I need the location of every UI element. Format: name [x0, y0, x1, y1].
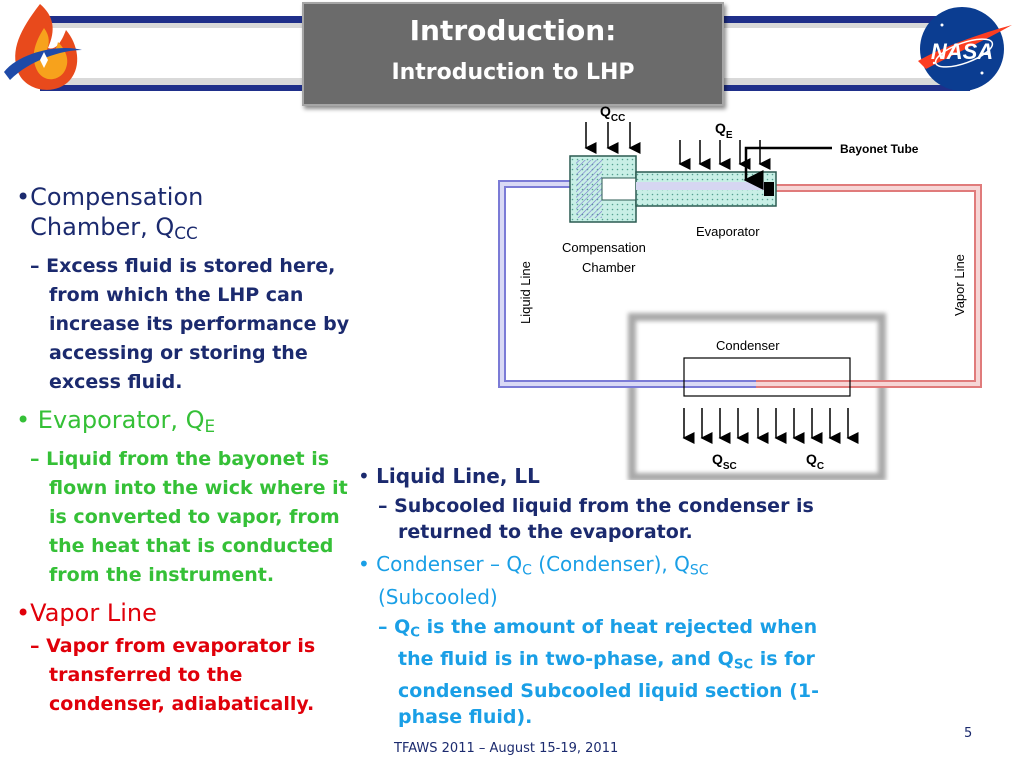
qcc-label: Q — [600, 103, 611, 119]
qcc-sub: CC — [611, 113, 625, 124]
bullet-dot: • — [16, 599, 31, 628]
condenser-detail-c: is for condensed Subcooled liquid sectio… — [398, 647, 819, 729]
condenser-detail-sub-c: C — [410, 624, 421, 640]
compensation-label-1: Compensation — [562, 240, 646, 255]
right-column: • Liquid Line, LL – Subcooled liquid fro… — [358, 463, 838, 736]
page-title: Introduction: — [409, 14, 617, 47]
bullet-evaporator: • Evaporator, QE — [16, 405, 356, 441]
bullet-condenser: • Condenser – QC (Condenser), QSC (Subcoo… — [358, 551, 838, 610]
condenser-detail-a: Q — [394, 615, 411, 638]
qsc-label: Q — [712, 451, 723, 467]
qc-label: Q — [806, 451, 817, 467]
condenser-label-a: Condenser – Q — [376, 552, 523, 576]
condenser-sub-c: C — [522, 562, 532, 579]
compensation-label: Compensation Chamber, Q — [30, 183, 204, 241]
footer-event: TFAWS 2011 – August 15-19, 2011 — [394, 741, 619, 756]
vapor-line-bullet-label: Vapor Line — [30, 599, 157, 628]
left-column: •Compensation Chamber, QCC – Excess flui… — [16, 182, 356, 727]
vapor-line-pipe — [756, 184, 982, 388]
svg-text:QC: QC — [806, 451, 824, 472]
vapor-line-detail: Vapor from evaporator is transferred to … — [46, 635, 316, 716]
svg-text:QCC: QCC — [600, 103, 625, 124]
condenser-label-b: (Condenser), Q — [531, 552, 690, 576]
qc-sub: C — [817, 461, 824, 472]
svg-text:QE: QE — [715, 120, 733, 141]
qe-sub: E — [726, 130, 733, 141]
detail-condenser: – QC is the amount of heat rejected when… — [378, 615, 819, 729]
compensation-label-2: Chamber — [582, 260, 636, 275]
condenser-label-c: (Subcooled) — [378, 584, 498, 609]
qe-label: Q — [715, 120, 726, 136]
evaporator-bullet-label: Evaporator, Q — [37, 406, 205, 435]
condenser-shade — [628, 313, 886, 481]
page-subtitle: Introduction to LHP — [391, 60, 635, 85]
condenser-detail-sub-sc: SC — [733, 657, 754, 673]
condenser-sub-sc: SC — [689, 562, 709, 579]
bullet-dot: • — [16, 183, 31, 211]
evaporator-label: Evaporator — [696, 224, 760, 239]
lhp-diagram: QCC QE Bayonet Tube Evaporator Compensat… — [490, 102, 990, 481]
liquid-line-bullet-label: Liquid Line, LL — [376, 464, 540, 488]
nasa-logo-text: NASA — [931, 39, 993, 64]
detail-compensation: – Excess fluid is stored here, from whic… — [30, 255, 350, 394]
liquid-line-detail: Subcooled liquid from the condenser is r… — [394, 495, 814, 543]
detail-vapor-line: – Vapor from evaporator is transferred t… — [30, 635, 316, 716]
condenser-label: Condenser — [716, 338, 780, 353]
bullet-vapor-line: •Vapor Line — [16, 598, 356, 628]
detail-liquid-line: – Subcooled liquid from the condenser is… — [378, 495, 814, 543]
bayonet-tube-label: Bayonet Tube — [840, 142, 919, 156]
svg-text:QSC: QSC — [712, 451, 737, 472]
tfaws-flame-logo-icon — [0, 0, 86, 100]
bullet-dot: • — [16, 406, 31, 435]
liquid-line-label: Liquid Line — [518, 261, 533, 324]
qsc-sub: SC — [723, 461, 737, 472]
bullet-compensation: •Compensation Chamber, QCC — [16, 182, 356, 248]
bullet-dot: • — [358, 552, 370, 576]
title-box: Introduction: Introduction to LHP — [302, 2, 724, 106]
compensation-detail: Excess fluid is stored here, from which … — [46, 255, 350, 394]
evaporator-bullet-sub: E — [204, 416, 216, 437]
page-number: 5 — [964, 726, 973, 741]
vapor-line-label: Vapor Line — [952, 254, 967, 316]
bullet-dot: • — [358, 464, 370, 488]
nasa-meatball-logo-icon: NASA — [912, 3, 1016, 93]
detail-evaporator: – Liquid from the bayonet is flown into … — [30, 448, 348, 587]
bullet-liquid-line: • Liquid Line, LL — [358, 463, 838, 489]
condenser-block — [683, 357, 851, 397]
evaporator-detail: Liquid from the bayonet is flown into th… — [46, 448, 348, 587]
condenser-detail-b: is the amount of heat rejected when the … — [398, 615, 818, 670]
compensation-sub: CC — [174, 223, 198, 244]
